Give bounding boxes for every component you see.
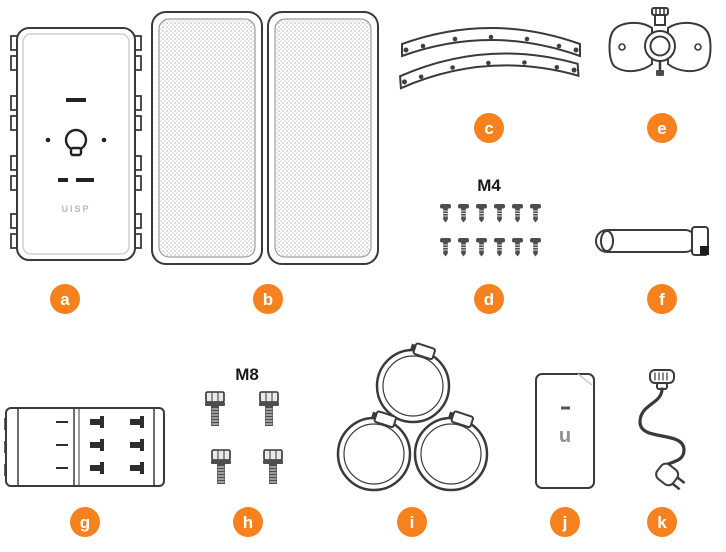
box-logo-text: u	[559, 425, 571, 447]
m4-screws-illustration	[439, 203, 542, 257]
plate-row-ticks	[56, 421, 68, 469]
bracket-top	[401, 27, 581, 57]
device-led-icon	[64, 128, 88, 157]
badge-g: g	[70, 507, 100, 537]
badge-c: c	[474, 113, 504, 143]
device-left-dot	[45, 137, 51, 143]
mount-clamp-ring-inner	[649, 35, 671, 57]
antenna-mount-illustration	[608, 7, 712, 76]
badge-k: k	[647, 507, 677, 537]
badge-f: f	[647, 284, 677, 314]
cable-cord	[638, 387, 686, 474]
badge-h: h	[233, 507, 263, 537]
mount-bolt-head	[656, 70, 664, 76]
cable-connector	[649, 369, 675, 384]
accessory-box-illustration: u	[535, 373, 595, 489]
m8-bolts-row-1	[204, 391, 280, 427]
device-face-line	[22, 33, 130, 255]
m8-heading: M8	[235, 365, 259, 384]
hose-clamps-illustration	[336, 342, 489, 492]
bracket-bottom	[397, 46, 580, 90]
mounting-plate-illustration	[4, 407, 165, 487]
m8-bolts-illustration	[204, 391, 284, 485]
badge-e: e	[647, 113, 677, 143]
sleeve-open-end	[600, 230, 614, 252]
mount-stem	[654, 14, 666, 26]
mount-left-wing	[608, 22, 653, 72]
badge-i: i	[397, 507, 427, 537]
mount-left-hole	[618, 43, 626, 51]
badge-a: a	[50, 284, 80, 314]
hose-clamp-bottom-right	[413, 408, 489, 492]
device-brand-text: UISP	[61, 204, 90, 214]
panel-right-mesh	[274, 18, 372, 258]
box-flap-line	[577, 373, 593, 386]
hose-clamp-bottom-left	[336, 408, 412, 492]
mount-right-wing	[667, 22, 712, 72]
cable-connector-ridges	[654, 372, 668, 381]
sleeve-connector-nub	[700, 246, 709, 255]
protective-sleeve-illustration	[595, 226, 709, 256]
badge-d: d	[474, 284, 504, 314]
device-body	[16, 27, 136, 261]
plate-body	[5, 407, 165, 487]
m8-bolts-row-2	[210, 449, 284, 485]
mount-right-hole	[694, 43, 702, 51]
plate-keyhole-slots	[90, 416, 144, 474]
m4-screws-row-1	[439, 203, 542, 223]
mesh-panels-illustration	[151, 11, 379, 265]
plate-fold-lines	[17, 408, 155, 486]
m4-heading: M4	[477, 176, 501, 195]
radio-device-illustration: UISP	[10, 27, 142, 261]
box-body	[535, 373, 595, 489]
power-cable-illustration	[638, 369, 686, 491]
device-right-dot	[101, 137, 107, 143]
m4-screws-row-2	[439, 237, 542, 257]
cable-plug	[655, 462, 686, 491]
panel-left-mesh	[158, 18, 256, 258]
curved-brackets-illustration	[397, 27, 581, 90]
badge-b: b	[253, 284, 283, 314]
badge-j: j	[550, 507, 580, 537]
hose-clamp-top	[375, 342, 451, 424]
